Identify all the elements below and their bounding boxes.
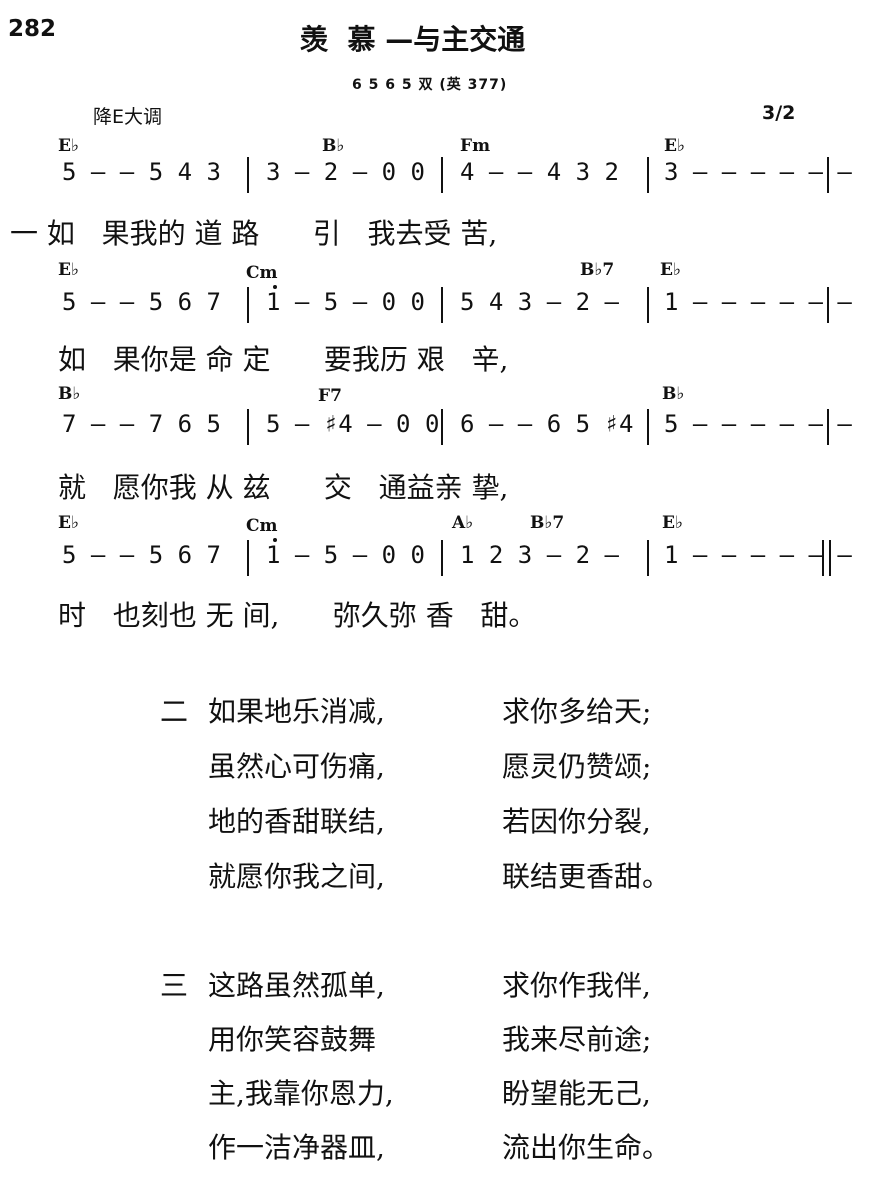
verse-number: 三: [160, 969, 189, 1002]
measure: 5 4 3 — 2 —: [460, 288, 619, 316]
chord: B♭7: [530, 513, 565, 533]
verse-line-right: 求你作我伴,: [502, 969, 651, 1002]
hymn-number: 282: [8, 16, 57, 42]
chord: F7: [318, 386, 342, 406]
final-barline: [822, 540, 824, 576]
measure: 5 — — — — — —: [664, 410, 852, 438]
measure: 1 — 5 — 0 0: [266, 541, 425, 569]
verse-line-left: 虽然心可伤痛,: [208, 750, 385, 783]
measure: 7 — — 7 6 5: [62, 410, 221, 438]
chord: B♭: [662, 384, 685, 404]
chord: B♭7: [580, 260, 615, 280]
hymn-title: 羡 慕 —与主交通: [300, 18, 525, 58]
barline: [247, 409, 249, 445]
lyric-line: 就 愿你我 从 兹 交 通益亲 挚,: [58, 471, 509, 504]
verse-number: 二: [160, 695, 189, 728]
barline: [441, 409, 443, 445]
chord: B♭: [58, 384, 81, 404]
measure: 5 — — 5 6 7: [62, 541, 221, 569]
barline: [247, 157, 249, 193]
chord: Cm: [246, 516, 278, 536]
barline: [647, 157, 649, 193]
barline: [647, 409, 649, 445]
chord: E♭: [58, 513, 79, 533]
verse-line-left: 作一洁净器皿,: [208, 1131, 385, 1164]
chord: Cm: [246, 263, 278, 283]
barline: [441, 287, 443, 323]
verse-line-left: 这路虽然孤单,: [208, 969, 385, 1002]
barline: [647, 540, 649, 576]
title-suffix: —与主交通: [385, 23, 526, 56]
chord: E♭: [58, 136, 79, 156]
final-barline: [829, 540, 831, 576]
high-octave-dot: [273, 285, 277, 289]
meter-subtitle: 6 5 6 5 双 (英 377): [352, 77, 508, 93]
measure: 1 — — — — — —: [664, 288, 852, 316]
barline: [247, 540, 249, 576]
measure: 6 — — 6 5 ♯4: [460, 410, 634, 438]
chord: E♭: [58, 260, 79, 280]
measure: 3 — — — — — —: [664, 158, 852, 186]
verse-line-right: 求你多给天;: [502, 695, 652, 728]
chord: E♭: [660, 260, 681, 280]
barline: [247, 287, 249, 323]
barline: [827, 157, 829, 193]
measure: 4 — — 4 3 2: [460, 158, 619, 186]
measure: 3 — 2 — 0 0: [266, 158, 425, 186]
verse-line-right: 流出你生命。: [502, 1131, 671, 1164]
measure: 1 2 3 — 2 —: [460, 541, 619, 569]
time-signature: 3/2: [762, 102, 796, 124]
lyric-line: 时 也刻也 无 间, 弥久弥 香 甜。: [58, 599, 537, 632]
verse-line-left: 用你笑容鼓舞: [208, 1023, 377, 1056]
measure: 5 — ♯4 — 0 0: [266, 410, 440, 438]
measure: 1 — — — — — —: [664, 541, 852, 569]
verse-line-right: 盼望能无己,: [502, 1077, 651, 1110]
measure: 1 — 5 — 0 0: [266, 288, 425, 316]
key-signature: 降E大调: [93, 106, 163, 128]
barline: [441, 540, 443, 576]
chord: B♭: [322, 136, 345, 156]
barline: [827, 287, 829, 323]
chord: E♭: [662, 513, 683, 533]
lyric-line: 如 果你是 命 定 要我历 艰 辛,: [58, 343, 509, 376]
chord: E♭: [664, 136, 685, 156]
verse-line-left: 主,我靠你恩力,: [208, 1077, 394, 1110]
verse-line-left: 如果地乐消减,: [208, 695, 385, 728]
measure: 5 — — 5 4 3: [62, 158, 221, 186]
verse-line-left: 地的香甜联结,: [208, 805, 385, 838]
verse-line-right: 我来尽前途;: [502, 1023, 652, 1056]
barline: [441, 157, 443, 193]
chord: A♭: [452, 513, 474, 533]
verse-line-right: 愿灵仍赞颂;: [502, 750, 652, 783]
title-main: 羡 慕: [300, 23, 376, 56]
verse-line-right: 联结更香甜。: [502, 860, 671, 893]
measure: 5 — — 5 6 7: [62, 288, 221, 316]
verse-line-right: 若因你分裂,: [502, 805, 651, 838]
verse-line-left: 就愿你我之间,: [208, 860, 385, 893]
barline: [647, 287, 649, 323]
barline: [827, 409, 829, 445]
chord: Fm: [460, 136, 491, 156]
high-octave-dot: [273, 538, 277, 542]
lyric-line: 一 如 果我的 道 路 引 我去受 苦,: [10, 217, 498, 250]
